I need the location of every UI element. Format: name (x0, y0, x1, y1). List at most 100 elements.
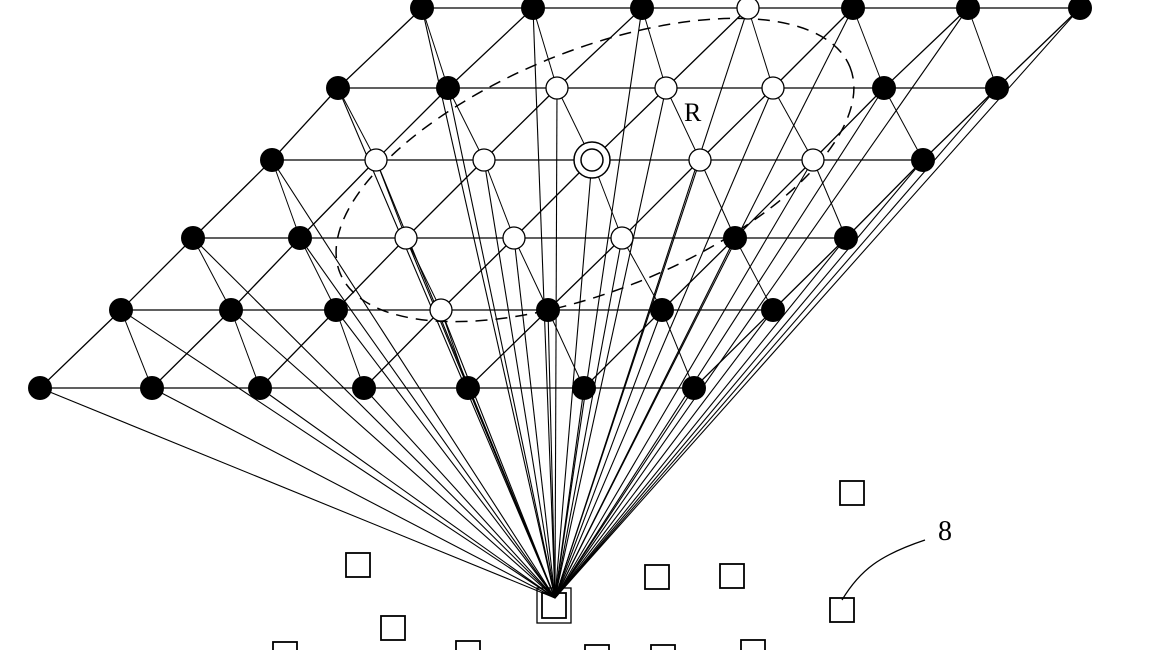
grid-diagonal-line (513, 237, 549, 311)
grid-diagonal-line (532, 7, 558, 89)
grid-diagonal-line (772, 87, 814, 161)
filled-node (536, 298, 560, 322)
filled-node (630, 0, 654, 20)
open-node (736, 0, 760, 20)
open-node (688, 148, 712, 172)
open-node (610, 226, 634, 250)
beam-ray (39, 387, 556, 599)
filled-node (872, 76, 896, 100)
filled-node (834, 226, 858, 250)
open-node (801, 148, 825, 172)
antenna-element (272, 641, 298, 650)
open-node (429, 298, 453, 322)
filled-node (1068, 0, 1092, 20)
beam-ray (337, 87, 556, 599)
antenna-element (839, 480, 865, 506)
grid-diagonal-line (230, 309, 261, 389)
antenna-element (740, 639, 766, 650)
beam-ray (421, 7, 556, 599)
filled-node (761, 298, 785, 322)
antenna-element (380, 615, 406, 641)
filled-node (248, 376, 272, 400)
beam-ray (554, 237, 736, 599)
grid-diagonal-line (641, 7, 667, 89)
open-node (394, 226, 418, 250)
filled-node (324, 298, 348, 322)
beam-ray (271, 159, 556, 599)
grid-column-line (467, 7, 854, 389)
open-node (654, 76, 678, 100)
grid-diagonal-line (812, 159, 847, 239)
beam-ray (120, 309, 556, 599)
beam-ray (554, 87, 998, 599)
beam-ray (447, 87, 556, 599)
grid-diagonal-line (120, 309, 153, 389)
open-node (502, 226, 526, 250)
beam-ray (554, 7, 1081, 599)
beam-ray (554, 387, 695, 599)
antenna-element (829, 597, 855, 623)
beam-ray (483, 159, 556, 599)
reference-leader-line (841, 539, 926, 601)
grid-diagonal-line (271, 159, 301, 239)
filled-node (682, 376, 706, 400)
beam-ray (467, 387, 556, 599)
beam-ray (335, 309, 556, 599)
grid-column-line (39, 7, 423, 389)
grid-diagonal-line (421, 7, 449, 89)
grid-diagonal-line (883, 87, 924, 161)
filled-node (911, 148, 935, 172)
grid-column-line (693, 7, 1081, 389)
beam-ray (554, 159, 593, 599)
grid-diagonal-line (699, 159, 736, 239)
beam-ray (554, 309, 663, 599)
grid-diagonal-line (621, 237, 663, 311)
beam-ray (230, 309, 556, 599)
filled-node (288, 226, 312, 250)
open-node (472, 148, 496, 172)
filled-node (650, 298, 674, 322)
grid-diagonal-line (547, 309, 585, 389)
filled-node (352, 376, 376, 400)
grid-column-line (151, 7, 534, 389)
filled-node (985, 76, 1009, 100)
beam-ray (554, 159, 701, 599)
beam-ray (151, 387, 556, 599)
beam-ray (554, 7, 969, 599)
grid-column-line (363, 7, 749, 389)
open-node (761, 76, 785, 100)
antenna-element (584, 644, 610, 650)
beam-ray (299, 237, 556, 599)
element-reference-label: 8 (938, 516, 952, 547)
beam-ray (547, 309, 556, 599)
source-element (541, 592, 567, 619)
grid-column-line (259, 7, 643, 389)
beam-ray (554, 87, 885, 599)
filled-node (723, 226, 747, 250)
grid-diagonal-line (967, 7, 998, 89)
beam-ray (554, 87, 558, 599)
filled-node (436, 76, 460, 100)
target-node (573, 141, 611, 179)
beam-ray (554, 159, 924, 599)
grid-diagonal-line (665, 87, 701, 161)
antenna-element (644, 564, 670, 590)
beam-ray (554, 7, 643, 599)
filled-node (140, 376, 164, 400)
region-r-outline (335, 17, 855, 323)
antenna-element (719, 563, 745, 589)
antenna-element (455, 640, 481, 650)
filled-node (456, 376, 480, 400)
grid-diagonal-line (192, 237, 232, 311)
grid-diagonal-line (405, 237, 442, 311)
beam-ray (259, 387, 556, 599)
grid-diagonal-line (335, 309, 365, 389)
grid-diagonal-line (747, 7, 774, 89)
filled-node (572, 376, 596, 400)
filled-node (956, 0, 980, 20)
filled-node (326, 76, 350, 100)
grid-diagonal-line (375, 159, 407, 239)
beam-ray (192, 237, 556, 599)
antenna-element (345, 552, 371, 578)
beam-ray (440, 309, 556, 599)
